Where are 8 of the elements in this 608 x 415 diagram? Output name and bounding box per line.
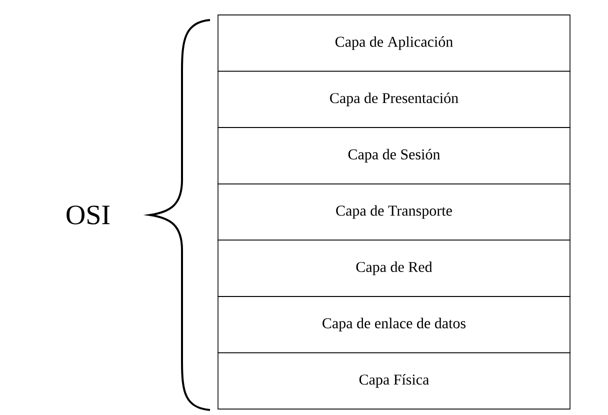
layer-box: Capa de Transporte [218, 183, 570, 241]
layer-box: Capa de Red [218, 240, 570, 297]
layer-box: Capa de enlace de datos [218, 296, 570, 354]
layer-box: Capa de Sesión [218, 127, 570, 184]
layer-box: Capa de Presentación [218, 70, 570, 128]
group-label: OSI [66, 206, 110, 224]
layer-box: Capa de Aplicación [218, 14, 570, 72]
layer-box: Capa Física [218, 352, 570, 410]
